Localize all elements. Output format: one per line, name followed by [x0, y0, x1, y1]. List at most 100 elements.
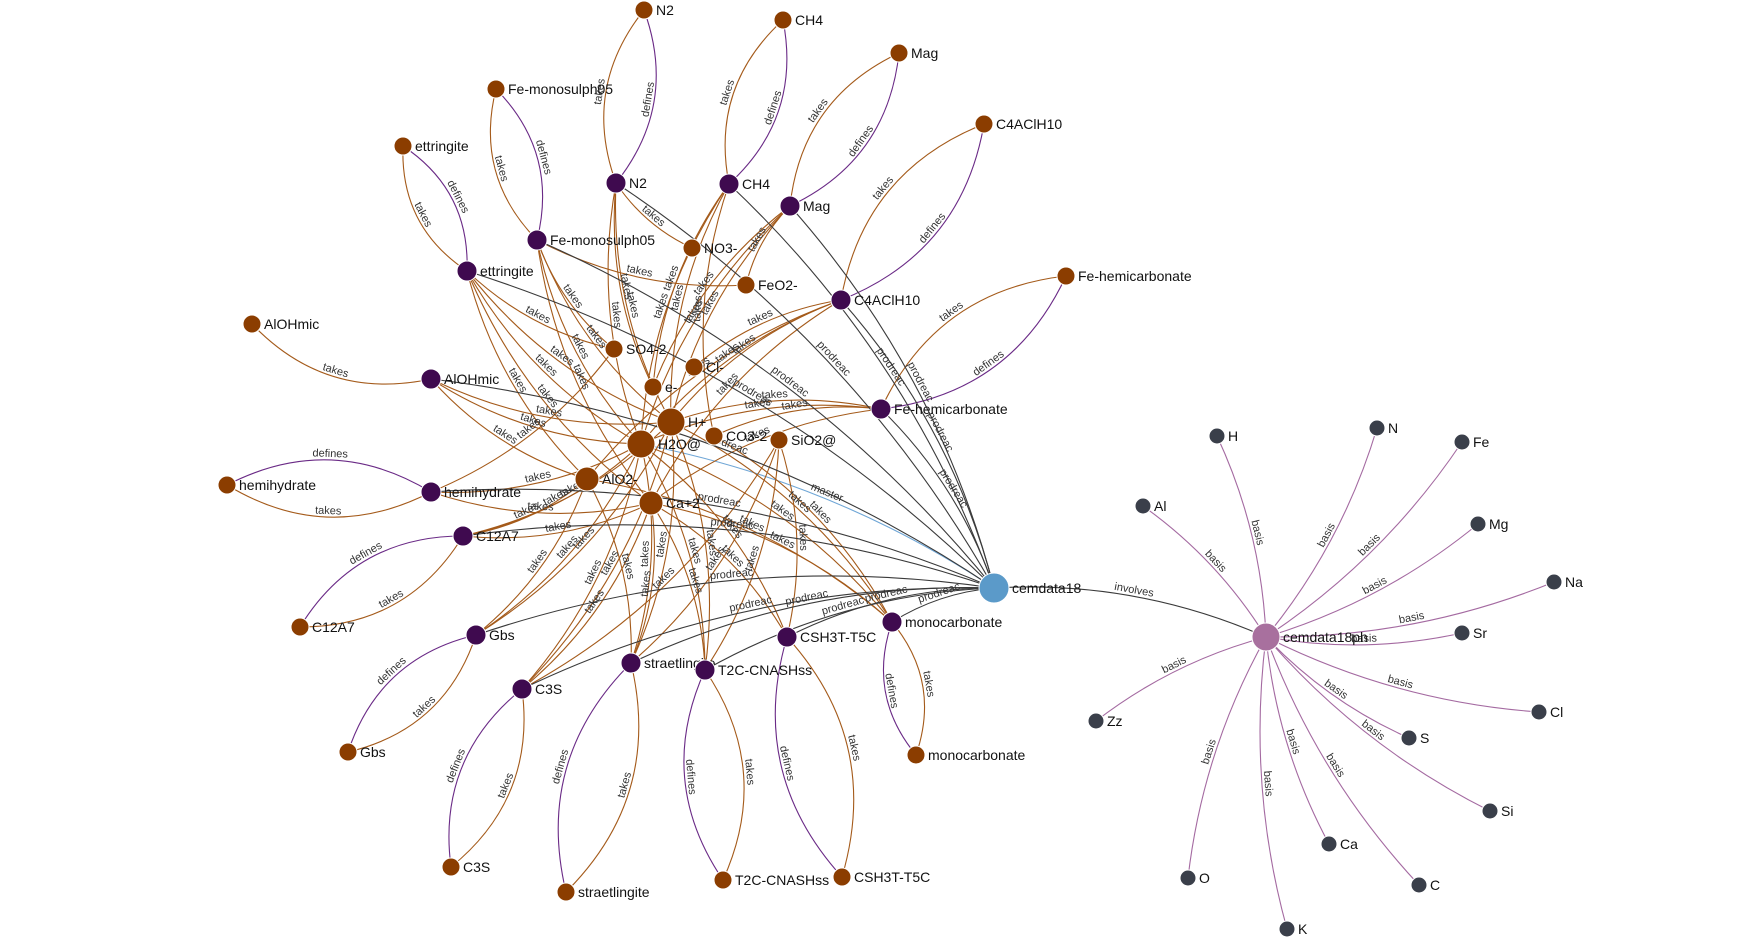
node-ph-t2c-cnashss[interactable]: T2C-CNASHss — [694, 659, 812, 681]
node-circle-basis[interactable] — [1368, 419, 1386, 437]
node-sp-mag[interactable]: Mag — [889, 43, 938, 63]
node-el-n[interactable]: N — [1368, 419, 1398, 437]
node-sio2[interactable]: SiO2@ — [769, 430, 836, 450]
node-el-o[interactable]: O — [1179, 869, 1210, 887]
node-circle-basis[interactable] — [1208, 427, 1226, 445]
node-ph-alohmic[interactable]: AlOHmic — [420, 368, 499, 390]
node-ph-c12a7[interactable]: C12A7 — [452, 525, 519, 547]
node-ph-c3s[interactable]: C3S — [511, 678, 562, 700]
node-el-k[interactable]: K — [1278, 920, 1308, 938]
node-circle-basis[interactable] — [1179, 869, 1197, 887]
node-circle-basis[interactable] — [1087, 712, 1105, 730]
node-circle-basis[interactable] — [1453, 433, 1471, 451]
node-circle-phase[interactable] — [620, 652, 642, 674]
node-sp-straetlingite[interactable]: straetlingite — [556, 882, 650, 902]
node-el-mg[interactable]: Mg — [1469, 515, 1508, 533]
node-circle-species[interactable] — [769, 430, 789, 450]
node-sp-t2c-cnashss[interactable]: T2C-CNASHss — [713, 870, 829, 890]
node-so4-2[interactable]: SO4-2 — [604, 339, 667, 359]
node-ph-c4aclh10[interactable]: C4AClH10 — [830, 289, 920, 311]
node-ph-fe-monosulph05[interactable]: Fe-monosulph05 — [526, 229, 655, 251]
node-el-h[interactable]: H — [1208, 427, 1238, 445]
node-co3-2[interactable]: CO3-2 — [704, 426, 767, 446]
node-circle-species[interactable] — [736, 275, 756, 295]
node-circle-basis[interactable] — [1400, 729, 1418, 747]
node-sp-ch4[interactable]: CH4 — [773, 10, 823, 30]
node-circle-species[interactable] — [338, 742, 358, 762]
node-circle-phase[interactable] — [694, 659, 716, 681]
node-cl[interactable]: Cl- — [684, 357, 724, 377]
node-circle-species_big[interactable] — [656, 407, 686, 437]
node-circle-phase[interactable] — [605, 172, 627, 194]
node-circle-species[interactable] — [704, 426, 724, 446]
node-circle-species[interactable] — [889, 43, 909, 63]
node-el-sr[interactable]: Sr — [1453, 624, 1487, 642]
node-sp-monocarbonate[interactable]: monocarbonate — [906, 745, 1026, 765]
node-el-c[interactable]: C — [1410, 876, 1440, 894]
node-circle-species[interactable] — [832, 867, 852, 887]
node-circle-basis[interactable] — [1530, 703, 1548, 721]
node-circle-species[interactable] — [684, 357, 704, 377]
node-circle-basis[interactable] — [1545, 573, 1563, 591]
node-sp-gbs[interactable]: Gbs — [338, 742, 386, 762]
node-el-zz[interactable]: Zz — [1087, 712, 1123, 730]
node-ph-mag[interactable]: Mag — [779, 195, 830, 217]
node-sp-csh3t-t5c[interactable]: CSH3T-T5C — [832, 867, 930, 887]
node-circle-species[interactable] — [643, 377, 663, 397]
node-h2o[interactable]: H2O@ — [626, 429, 701, 459]
node-circle-phase[interactable] — [779, 195, 801, 217]
node-circle-species[interactable] — [974, 114, 994, 134]
node-el-cl[interactable]: Cl — [1530, 703, 1563, 721]
node-circle-phase[interactable] — [465, 624, 487, 646]
node-ph-monocarbonate[interactable]: monocarbonate — [881, 611, 1003, 633]
node-circle-species[interactable] — [634, 0, 654, 20]
node-no3[interactable]: NO3- — [682, 238, 738, 258]
node-circle-phase[interactable] — [830, 289, 852, 311]
node-sp-c3s[interactable]: C3S — [441, 857, 490, 877]
node-circle-species[interactable] — [556, 882, 576, 902]
node-alo2[interactable]: AlO2- — [574, 466, 638, 492]
node-el-s[interactable]: S — [1400, 729, 1429, 747]
node-circle-species[interactable] — [217, 475, 237, 495]
node-ph-gbs[interactable]: Gbs — [465, 624, 515, 646]
node-circle-basis[interactable] — [1410, 876, 1428, 894]
node-circle-species[interactable] — [713, 870, 733, 890]
node-circle-species[interactable] — [290, 617, 310, 637]
node-circle-basis[interactable] — [1134, 497, 1152, 515]
node-e[interactable]: e- — [643, 377, 678, 397]
node-sp-fe-monosulph05[interactable]: Fe-monosulph05 — [486, 79, 613, 99]
node-sp-ettringite[interactable]: ettringite — [393, 136, 469, 156]
node-ph-fe-hemicarbonate[interactable]: Fe-hemicarbonate — [870, 398, 1008, 420]
node-circle-phase[interactable] — [718, 173, 740, 195]
node-circle-species_mid[interactable] — [638, 490, 664, 516]
node-circle-phase[interactable] — [452, 525, 474, 547]
node-el-al[interactable]: Al — [1134, 497, 1166, 515]
node-ca-2[interactable]: Ca+2 — [638, 490, 700, 516]
node-circle-system[interactable] — [1251, 622, 1281, 652]
node-cemdata18[interactable]: cemdata18 — [978, 572, 1081, 604]
node-circle-species[interactable] — [242, 314, 262, 334]
node-sp-alohmic[interactable]: AlOHmic — [242, 314, 319, 334]
node-circle-basis[interactable] — [1453, 624, 1471, 642]
node-ph-n2[interactable]: N2 — [605, 172, 647, 194]
node-sp-c4aclh10[interactable]: C4AClH10 — [974, 114, 1062, 134]
node-circle-species[interactable] — [682, 238, 702, 258]
node-circle-phase[interactable] — [881, 611, 903, 633]
node-sp-c12a7[interactable]: C12A7 — [290, 617, 355, 637]
node-sp-fe-hemicarbonate[interactable]: Fe-hemicarbonate — [1056, 266, 1192, 286]
node-el-ca[interactable]: Ca — [1320, 835, 1358, 853]
node-circle-phase[interactable] — [870, 398, 892, 420]
node-ph-csh3t-t5c[interactable]: CSH3T-T5C — [776, 626, 876, 648]
node-circle-phase[interactable] — [456, 260, 478, 282]
node-circle-phase[interactable] — [776, 626, 798, 648]
node-circle-species[interactable] — [773, 10, 793, 30]
node-el-fe[interactable]: Fe — [1453, 433, 1490, 451]
node-cemdata18ph[interactable]: cemdata18ph — [1251, 622, 1368, 652]
node-circle-database[interactable] — [978, 572, 1010, 604]
node-circle-phase[interactable] — [511, 678, 533, 700]
node-circle-basis[interactable] — [1320, 835, 1338, 853]
node-circle-species[interactable] — [486, 79, 506, 99]
node-feo2[interactable]: FeO2- — [736, 275, 798, 295]
node-circle-species[interactable] — [906, 745, 926, 765]
node-circle-basis[interactable] — [1469, 515, 1487, 533]
